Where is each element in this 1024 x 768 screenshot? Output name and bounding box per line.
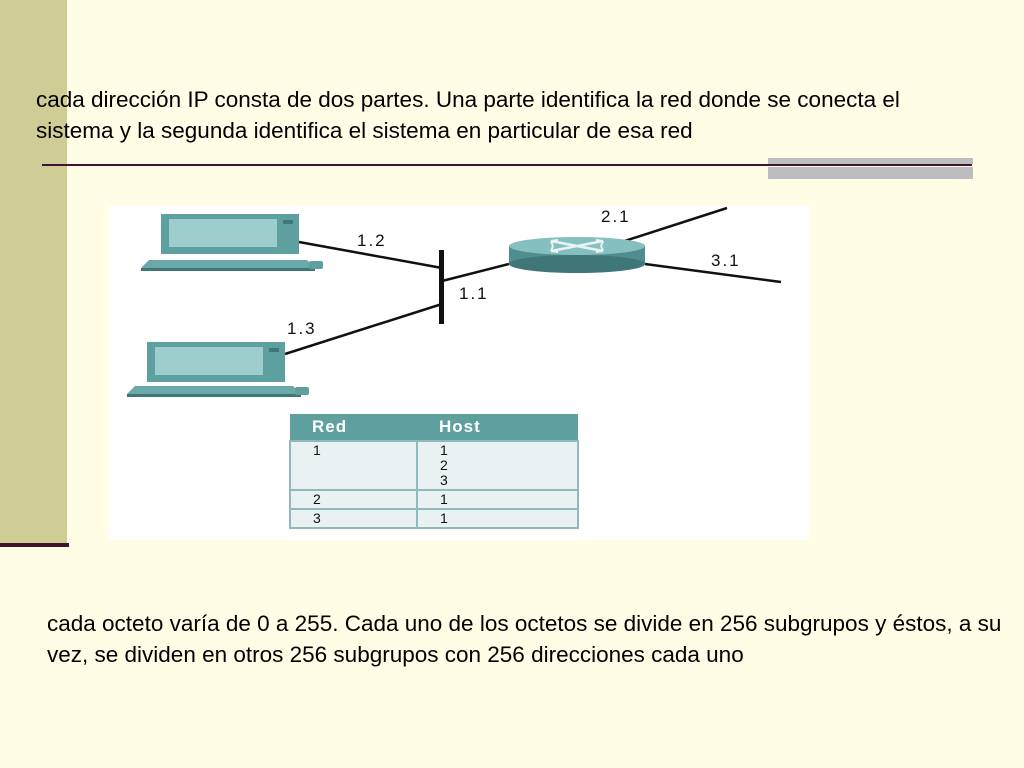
address-table-header: Red Host: [290, 414, 578, 441]
computer-icon-2: [127, 342, 309, 397]
hub-bar: [439, 250, 444, 324]
address-table: Red Host 1 1 2 3 2 1 3 1: [289, 414, 579, 529]
divider-accent-top: [768, 158, 973, 164]
link-pc2-hub: [284, 302, 443, 356]
link-router-right: [644, 262, 782, 284]
label-hub-address: 1.1: [459, 284, 489, 303]
title-divider: [42, 164, 972, 166]
divider-accent-bottom: [768, 167, 973, 179]
cell-host: 1: [416, 489, 579, 510]
table-row: 1 1 2 3: [289, 440, 579, 491]
column-header-host: Host: [417, 414, 578, 441]
table-row: 3 1: [289, 508, 579, 529]
cell-red: 3: [289, 508, 418, 529]
label-pc2-address: 1.3: [287, 319, 317, 338]
intro-text: cada dirección IP consta de dos partes. …: [36, 87, 900, 143]
cell-host: 1: [416, 508, 579, 529]
link-hub-router: [441, 262, 510, 283]
link-router-up: [608, 206, 728, 248]
label-router-right-address: 3.1: [711, 251, 741, 270]
label-pc1-address: 1.2: [357, 231, 387, 250]
network-diagram: 1.2 1.3 1.1 2.1 3.1 Red Host 1 1 2 3 2 1…: [109, 206, 809, 540]
sidebar-rule: [0, 543, 69, 547]
sidebar-accent: [0, 0, 67, 546]
router-icon: [509, 237, 645, 273]
label-router-up-address: 2.1: [601, 207, 631, 226]
network-diagram-svg: 1.2 1.3 1.1 2.1 3.1: [127, 206, 782, 397]
link-pc1-hub: [298, 240, 443, 270]
table-row: 2 1: [289, 489, 579, 510]
column-header-red: Red: [290, 414, 417, 441]
cell-red: 2: [289, 489, 418, 510]
outro-text: cada octeto varía de 0 a 255. Cada uno d…: [47, 611, 1002, 667]
cell-red: 1: [289, 440, 418, 491]
cell-host: 1 2 3: [416, 440, 579, 491]
computer-icon-1: [141, 214, 323, 271]
